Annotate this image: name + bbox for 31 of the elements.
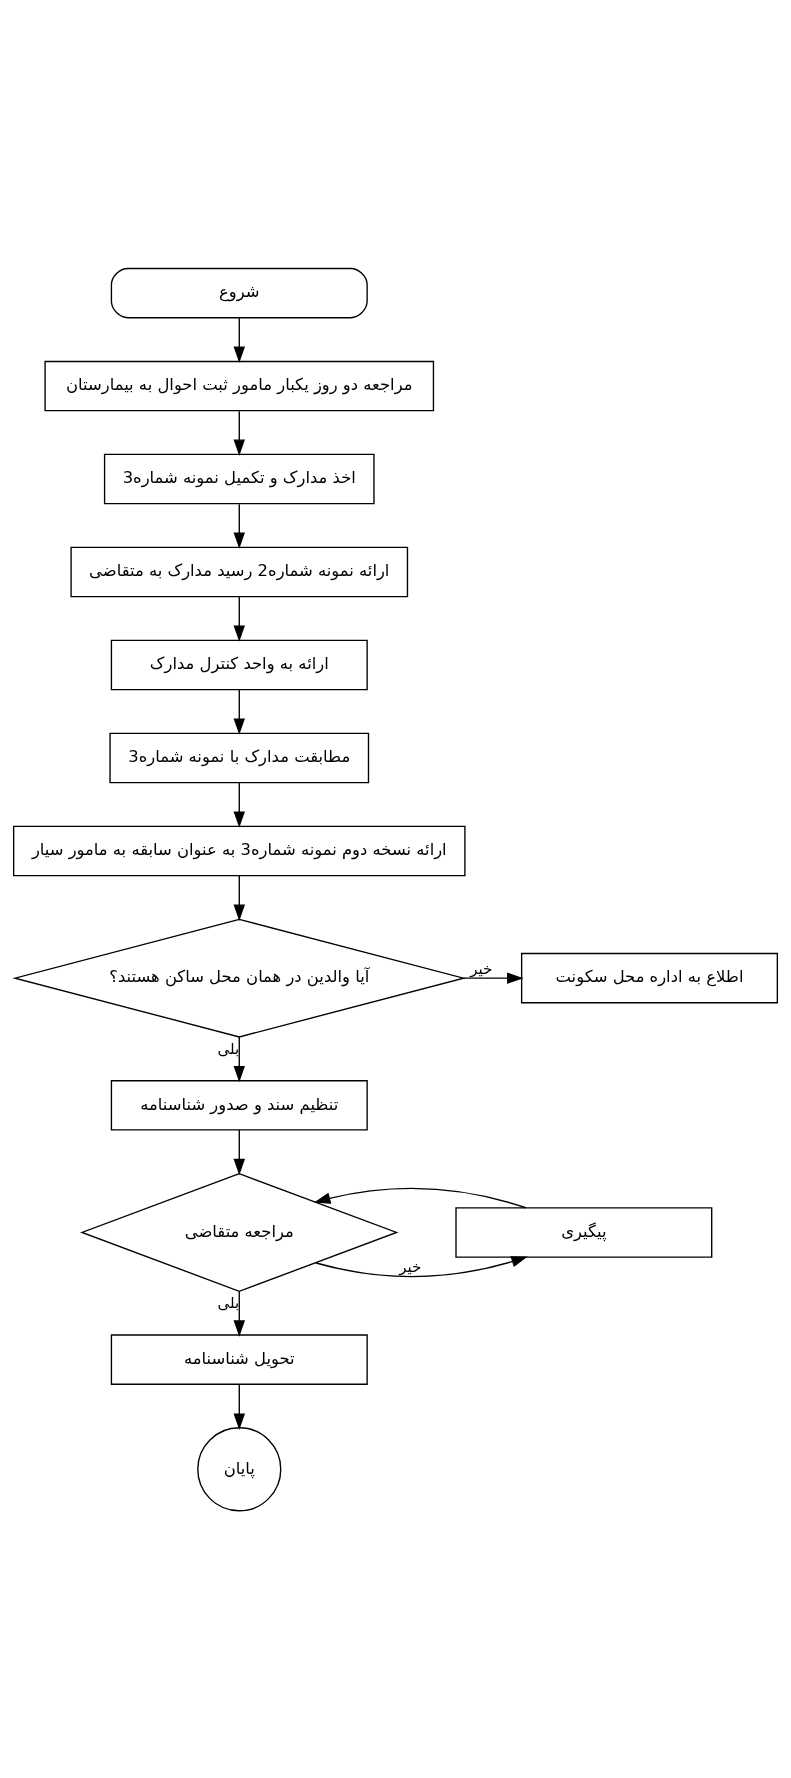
arrow: [233, 781, 246, 828]
arrow: [315, 1255, 528, 1277]
node-diamond: مراجعه متقاضی: [80, 1172, 399, 1292]
arrow: [314, 1187, 527, 1208]
arrow: [233, 1290, 246, 1337]
edge-label: خیر: [399, 1257, 422, 1276]
node-box: تحویل شناسنامه: [110, 1333, 368, 1385]
arrow: [233, 409, 246, 456]
node-box: اطلاع به اداره محل سکونت: [520, 952, 779, 1003]
arrow: [233, 1035, 246, 1082]
arrow: [233, 502, 246, 549]
arrow: [462, 971, 524, 984]
arrow: [233, 595, 246, 642]
node-box: ارائه به واحد کنترل مدارک: [110, 639, 368, 690]
node-box: اخذ مدارک و تکمیل نمونه شماره3: [103, 453, 375, 504]
edge-label: خیر: [470, 959, 493, 978]
node-box: ارائه نمونه شماره2 رسید مدارک به متقاضی: [70, 546, 409, 597]
edge-label: بلی: [217, 1293, 240, 1312]
node-box: مطابقت مدارک با نمونه شماره3: [109, 732, 370, 783]
arrow: [233, 1128, 246, 1175]
node-box: شروع: [110, 267, 368, 318]
node-box: مراجعه دو روز یکبار مامور ثبت احوال به بیمارستان: [44, 360, 435, 411]
node-box: تنظیم سند و صدور شناسنامه: [110, 1079, 368, 1131]
node-box: پیگیری: [455, 1206, 713, 1258]
node-circle: پایان: [197, 1426, 282, 1511]
arrow: [233, 688, 246, 735]
node-box: ارائه نسخه دوم نمونه شماره3 به عنوان سابقه به مامور سیار: [12, 825, 466, 876]
edge-label: بلی: [217, 1039, 240, 1058]
arrow: [233, 874, 246, 921]
arrow: [233, 316, 246, 363]
arrow: [233, 1383, 246, 1430]
